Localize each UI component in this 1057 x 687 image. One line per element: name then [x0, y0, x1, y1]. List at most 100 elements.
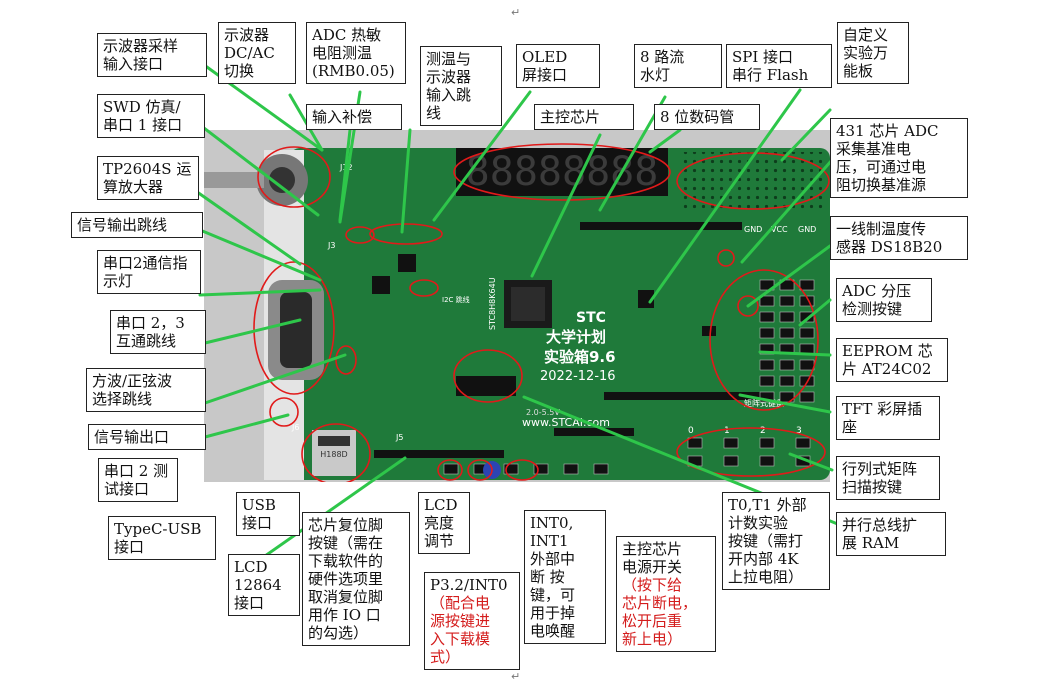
silk-key-1: 1: [724, 426, 730, 436]
adc-key: [799, 327, 815, 339]
label-ds18b20: 一线制温度传 感器 DS18B20: [830, 216, 968, 260]
adc-key: [759, 343, 775, 355]
adc-key: [759, 327, 775, 339]
function-key: [503, 463, 519, 475]
paragraph-mark-1: ↵: [511, 6, 521, 19]
label-main-chip: 主控芯片: [534, 104, 634, 130]
adc-key: [759, 295, 775, 307]
adc-key: [779, 327, 795, 339]
opamp-ic: [398, 254, 416, 272]
label-signal-out: 信号输出口: [88, 424, 206, 450]
silk-key-0: 0: [688, 426, 694, 436]
matrix-key: [723, 455, 739, 467]
adc-key: [799, 279, 815, 291]
board-title-2: 实验箱9.6: [544, 348, 616, 366]
label-p32: P3.2/INT0 （配合电 源按键进 入下载模 式）: [424, 572, 520, 670]
matrix-key: [795, 455, 811, 467]
label-typec: TypeC-USB 接口: [108, 516, 216, 560]
adc-key: [759, 391, 775, 403]
ram-ic: [456, 376, 516, 396]
adc-key: [779, 375, 795, 387]
label-swd: SWD 仿真/ 串口 1 接口: [97, 94, 205, 138]
label-input-comp: 输入补偿: [306, 104, 402, 130]
label-seg8: 8 位数码管: [654, 104, 760, 130]
label-uart2-led: 串口2通信指 示灯: [97, 250, 201, 294]
silk-i2c: I2C 跳线: [442, 295, 470, 304]
label-int01: INT0, INT1 外部中 断 按 键，可 用于掉 电唤醒: [524, 510, 606, 644]
label-spi-flash: SPI 接口 串行 Flash: [726, 44, 832, 88]
flash-ic: [638, 290, 654, 308]
board-brand: STC: [576, 310, 606, 326]
label-osc-dcac: 示波器 DC/AC 切换: [218, 22, 296, 84]
label-parallel-ram: 并行总线扩 展 RAM: [836, 512, 946, 556]
eeprom-ic: [702, 326, 716, 336]
board-photo: H188D 88888888 STC8H8K64U STC 大学计划 实验箱9.…: [204, 130, 830, 482]
matrix-key: [795, 437, 811, 449]
p32-note: （配合电 源按键进 入下载模 式）: [430, 594, 491, 666]
adc-key: [759, 311, 775, 323]
seven-segment-display: 88888888: [456, 148, 668, 196]
mcu-chip: [504, 280, 552, 328]
label-eeprom: EEPROM 芯 片 AT24C02: [836, 338, 948, 382]
label-lcd12864: LCD 12864 接口: [228, 554, 300, 616]
adc-key: [779, 279, 795, 291]
matrix-key: [687, 437, 703, 449]
tft-header-top: [580, 222, 742, 230]
label-wave-select: 方波/正弦波 选择跳线: [86, 368, 206, 412]
silk-vcc: VCC: [771, 225, 788, 234]
silk-gnd-1: GND: [744, 225, 762, 234]
label-osc-input: 示波器采样 输入接口: [97, 33, 207, 77]
silk-j3: J3: [327, 241, 335, 250]
label-t0t1: T0,T1 外部 计数实验 按键（需打 开内部 4K 上拉电阻）: [722, 492, 830, 590]
usb-marking: H188D: [320, 450, 347, 459]
label-lcd-bright: LCD 亮度 调节: [418, 492, 470, 554]
board-website: www.STCAI.com: [522, 416, 610, 429]
label-water-lights: 8 路流 水灯: [634, 44, 722, 88]
adc-key: [779, 343, 795, 355]
proto-area: [682, 152, 824, 210]
label-signal-out-jumper: 信号输出跳线: [71, 212, 203, 238]
label-reset-key: 芯片复位脚 按键（需在 下载软件的 硬件选项里 取消复位脚 用作 IO 口 的勾…: [302, 512, 410, 646]
adc-key: [779, 311, 795, 323]
label-matrix-keys: 行列式矩阵 扫描按键: [836, 456, 940, 500]
adc-key: [799, 391, 815, 403]
matrix-key: [723, 437, 739, 449]
board-date: 2022-12-16: [540, 369, 616, 384]
label-oled: OLED 屏接口: [516, 44, 600, 88]
usb-connector: H188D: [312, 430, 356, 476]
label-adc-keys: ADC 分压 检测按键: [836, 278, 932, 322]
adc-key: [799, 311, 815, 323]
db9-connector: [268, 280, 324, 380]
paragraph-mark-2: ↵: [511, 670, 521, 683]
ic-small-1: [372, 276, 390, 294]
seg-digits: 88888888: [466, 149, 659, 195]
adc-key: [759, 375, 775, 387]
tft-header: [604, 392, 766, 400]
silk-j5: J5: [395, 433, 403, 442]
matrix-key: [687, 455, 703, 467]
label-usb: USB 接口: [236, 492, 300, 536]
label-custom-board: 自定义 实验万 能板: [837, 22, 909, 84]
function-key: [563, 463, 579, 475]
label-uart2-test: 串口 2 测 试接口: [98, 458, 178, 502]
lcd12864-header: [374, 450, 504, 458]
adc-key: [779, 295, 795, 307]
adc-key: [759, 359, 775, 371]
function-key: [443, 463, 459, 475]
ram-header: [554, 428, 634, 436]
silk-j12: J12: [339, 163, 353, 172]
power-switch-note: （按下给 芯片断电， 松开后重 新上电）: [622, 576, 698, 648]
label-tft: TFT 彩屏插 座: [836, 396, 940, 440]
matrix-key: [759, 455, 775, 467]
matrix-key: [759, 437, 775, 449]
mcu-marking: STC8H8K64U: [488, 277, 497, 330]
label-tl431: 431 芯片 ADC 采集基准电 压，可通过电 阻切换基准源: [830, 118, 968, 198]
adc-key: [759, 279, 775, 291]
adc-key: [799, 359, 815, 371]
adc-key: [799, 343, 815, 355]
label-adc-thermistor: ADC 热敏 电阻测温 (RMB0.05): [306, 22, 406, 84]
function-key: [593, 463, 609, 475]
silk-gnd-2: GND: [798, 225, 816, 234]
label-temp-osc-jumper: 测温与 示波器 输入跳 线: [420, 46, 502, 126]
